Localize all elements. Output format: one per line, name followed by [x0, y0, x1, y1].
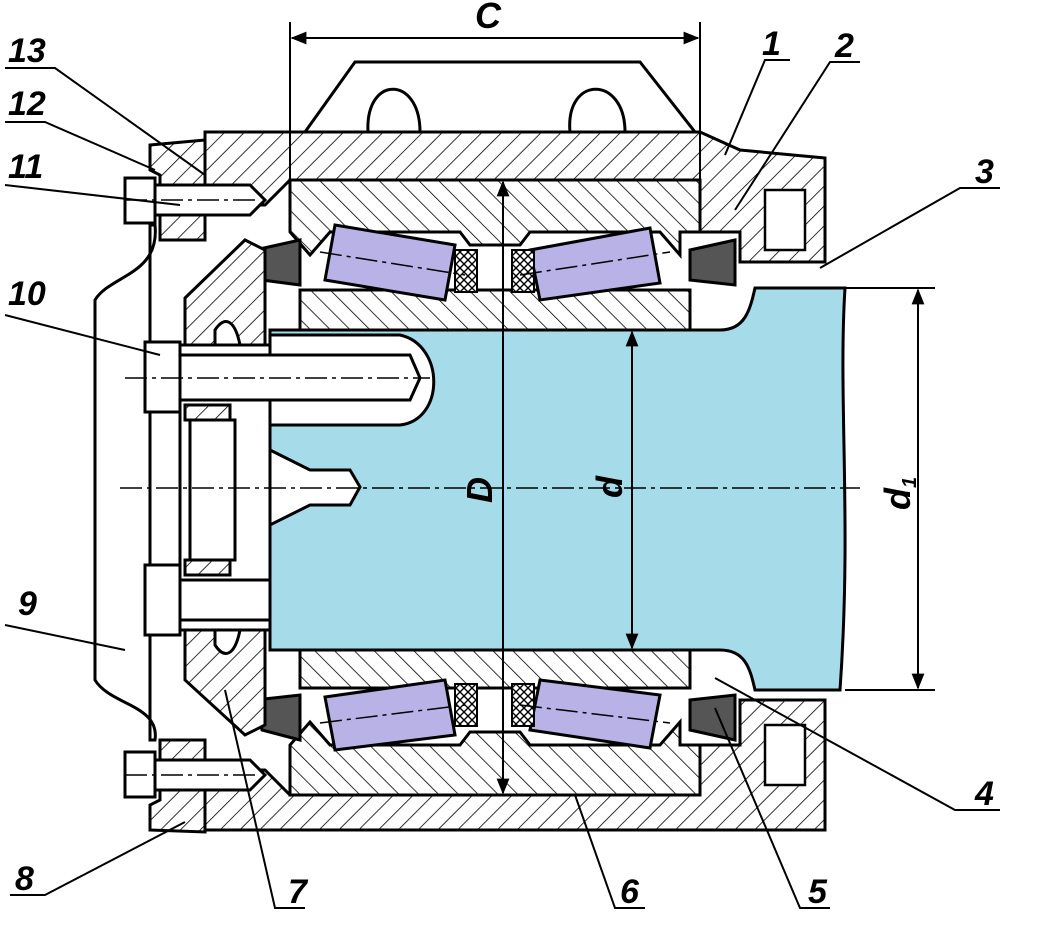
leader-10 [4, 314, 161, 356]
cage-top-left [454, 249, 478, 293]
right-fasteners [763, 188, 807, 787]
bolt-low-head [143, 563, 182, 637]
callout-5: 5 [808, 873, 828, 911]
callout-13: 13 [8, 32, 46, 70]
callout-labels: 1 2 3 4 5 6 7 8 9 10 11 12 13 [8, 25, 994, 911]
callout-11: 11 [8, 148, 43, 186]
dim-D-label: D [459, 477, 500, 503]
seal-top-right [688, 238, 737, 287]
roller-bl-axis [319, 704, 466, 724]
bolt-mid-head [143, 340, 182, 414]
leader-2 [734, 61, 860, 211]
centerlines [120, 199, 860, 776]
callout-3: 3 [975, 153, 994, 191]
housing [203, 60, 827, 832]
callout-7: 7 [288, 873, 309, 911]
roller-tl-axis [319, 251, 466, 276]
roller-cages [454, 249, 535, 727]
leader-6 [574, 794, 645, 909]
leader-11 [4, 184, 181, 206]
roller-tr-axis [519, 251, 671, 276]
roller-bottom-left [323, 678, 457, 752]
leader-8 [10, 821, 186, 896]
leader-5 [714, 707, 830, 909]
callout-9: 9 [18, 585, 37, 623]
dim-d1-subscript: 1 [899, 477, 921, 488]
sleeve-bottom [288, 717, 702, 797]
seal-bottom-right [688, 693, 737, 742]
washer-bottom [183, 558, 232, 577]
shaft [268, 286, 847, 692]
housing-top-wall [203, 130, 827, 264]
leader-13 [5, 67, 206, 176]
cage-top-right [511, 249, 535, 293]
dimension-lines [289, 22, 935, 795]
leader-7 [224, 689, 305, 909]
bolt-low-shank [178, 578, 272, 622]
callout-6: 6 [620, 873, 640, 911]
end-plate-inner [188, 418, 237, 562]
callout-4: 4 [974, 775, 994, 813]
leader-lines [4, 59, 1000, 909]
dim-d1-letter: d [877, 487, 918, 510]
washer-top [183, 403, 232, 422]
cap-cover [93, 223, 157, 742]
dim-d1-label: d1 [877, 477, 921, 510]
callout-2: 2 [834, 27, 854, 65]
end-cover-bottom [183, 628, 267, 737]
right-screw-top [763, 188, 807, 252]
inner-ring-top [298, 288, 692, 332]
dim-d-label: d [589, 475, 630, 498]
right-screw-bottom [763, 723, 807, 787]
end-cover-top [183, 238, 267, 347]
callout-12: 12 [8, 85, 46, 123]
leader-1 [724, 59, 790, 156]
sleeve-top [288, 178, 702, 260]
cage-bottom-left [454, 683, 478, 727]
roller-br-axis [519, 704, 671, 724]
callout-1: 1 [762, 25, 781, 63]
inner-ring-bottom [298, 646, 692, 690]
leader-12 [5, 121, 156, 171]
leader-3 [819, 187, 1000, 269]
roller-top-left [323, 223, 457, 302]
housing-lifting-lug [302, 60, 699, 134]
callout-10: 10 [8, 275, 46, 313]
callout-8: 8 [15, 860, 34, 898]
leader-9 [4, 624, 126, 651]
dim-c-label: C [475, 0, 502, 36]
leader-4 [714, 677, 1000, 811]
